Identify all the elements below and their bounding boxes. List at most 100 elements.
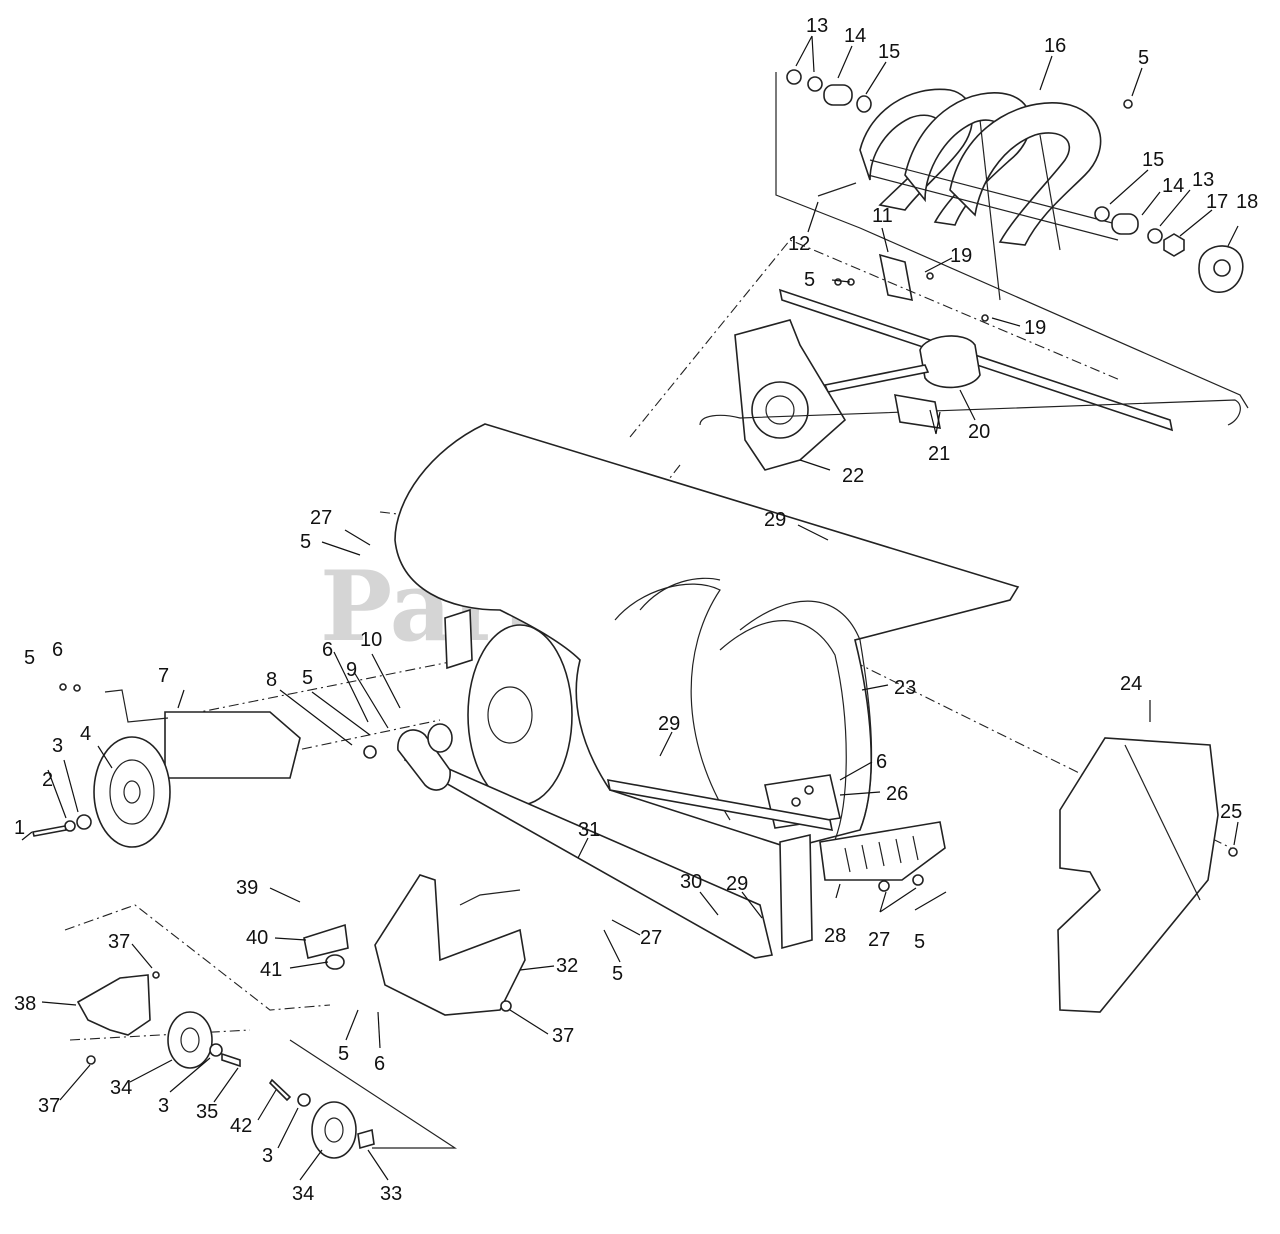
callout-27-rod: 27 [640,927,662,949]
callout-29-middle: 29 [658,713,680,735]
callout-37-right: 37 [552,1025,574,1047]
callout-5-top: 5 [1138,47,1149,69]
bearing-14-left [823,84,853,106]
callout-5-top-left: 5 [300,531,311,553]
callout-10: 10 [360,629,382,651]
callout-5-gearbox: 5 [804,269,815,291]
gearbox-20 [919,335,981,389]
callout-5-bearing: 5 [302,667,313,689]
callout-2: 2 [42,769,53,791]
spacer-3-b [297,1093,311,1107]
callout-5-bottom: 5 [338,1043,349,1065]
callout-27-top: 27 [310,507,332,529]
callout-13-left: 13 [806,15,828,37]
mount-bracket [444,608,473,670]
bushing-15-left [856,95,872,113]
drive-shaft [823,364,930,393]
bolt-1 [32,825,67,837]
callout-34-left: 34 [110,1077,132,1099]
bearing-10 [427,723,453,753]
callout-5-skid: 5 [914,931,925,953]
nut-5-auger [1123,99,1133,109]
callout-21: 21 [928,443,950,465]
callout-35: 35 [196,1101,218,1123]
callout-9: 9 [346,659,357,681]
callout-1: 1 [14,817,25,839]
callout-28: 28 [824,925,846,947]
shear-pin-12 [817,182,857,197]
bearing-14-right [1111,213,1139,235]
callout-29-bottom: 29 [726,873,748,895]
callout-24: 24 [1120,673,1142,695]
auger-spiral [859,88,1121,301]
callout-12: 12 [788,233,810,255]
washer-41 [325,954,345,970]
side-plate-24 [1057,737,1219,1013]
callout-23: 23 [894,677,916,699]
bushing-15-right [1094,206,1110,222]
auger-housing [374,423,1020,1016]
bearing-9 [397,729,451,791]
drive-disc [467,624,573,806]
key-21 [894,394,941,429]
side-panel [779,833,813,950]
callout-6-bottom: 6 [374,1053,385,1075]
skid-shoe-28 [819,821,946,881]
callout-5-rod: 5 [612,963,623,985]
callout-4: 4 [80,723,91,745]
callout-14-right: 14 [1162,175,1184,197]
callout-31: 31 [578,819,600,841]
callout-40: 40 [246,927,268,949]
callout-3-pulley-left: 3 [158,1095,169,1117]
callout-34-right: 34 [292,1183,314,1205]
callout-8: 8 [266,669,277,691]
nut-25 [1228,847,1238,857]
callout-15-right: 15 [1142,149,1164,171]
bracket-11 [878,253,914,302]
callout-32: 32 [556,955,578,977]
bracket-40 [303,923,349,959]
callout-37-bottom: 37 [38,1095,60,1117]
callout-15-left: 15 [878,41,900,63]
callout-41: 41 [260,959,282,981]
auger-assembly [775,69,1249,409]
callout-26: 26 [886,783,908,805]
bolt-35 [221,1052,241,1068]
callout-3-pulley-right: 3 [262,1145,273,1167]
idler-34-a [167,1011,213,1069]
bracket-38 [76,974,151,1036]
callout-30: 30 [680,871,702,893]
callout-labels: 13 14 15 16 5 15 14 13 17 18 12 11 19 5 … [14,15,1258,1205]
callout-18: 18 [1236,191,1258,213]
callout-37-top: 37 [108,931,130,953]
washer-8 [363,745,377,759]
washer-13-left-2 [807,76,823,92]
callout-7: 7 [158,665,169,687]
belt-guard-7 [164,711,301,779]
leader-lines [21,35,1239,1181]
skid-rod [606,779,834,831]
gearbox-assembly [699,253,1241,471]
callout-19-right: 19 [1024,317,1046,339]
callout-20: 20 [968,421,990,443]
pulley-4 [93,736,171,848]
callout-16: 16 [1044,35,1066,57]
callout-6-bearing: 6 [322,639,333,661]
callout-13-right: 13 [1192,169,1214,191]
nut-37-b [500,1000,512,1012]
callout-27-skid: 27 [868,929,890,951]
callout-3-left: 3 [52,735,63,757]
callout-6-left: 6 [52,639,63,661]
callout-14-left: 14 [844,25,866,47]
bolt-42 [268,1078,292,1102]
callout-33: 33 [380,1183,402,1205]
nut-33 [357,1128,375,1150]
washer-3 [76,814,92,830]
callout-19-top: 19 [950,245,972,267]
washer-13-right [1147,228,1163,244]
callout-39: 39 [236,877,258,899]
callout-6-plate: 6 [876,751,887,773]
frame-32 [374,874,526,1016]
idler-34-b [311,1101,357,1159]
